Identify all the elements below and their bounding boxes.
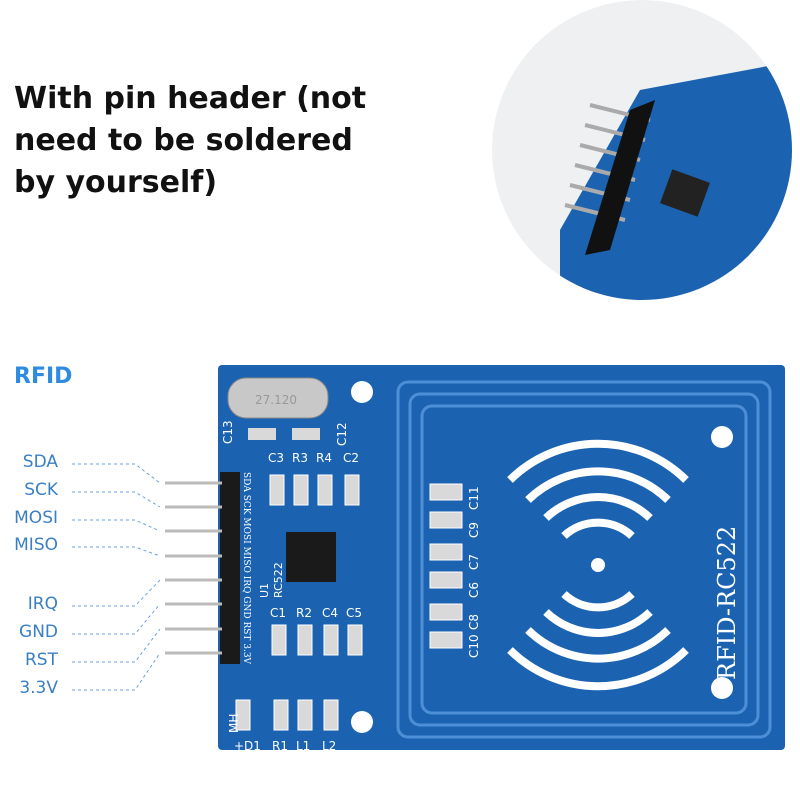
rfid-wave-icon: [507, 439, 689, 691]
smd-component: [297, 624, 313, 656]
mounting-hole: [711, 426, 733, 448]
pin-label: IRQ: [27, 594, 58, 614]
smd-component: [429, 631, 463, 649]
closeup-photo: [492, 0, 792, 300]
smd-component: [429, 483, 463, 501]
component-label: C9: [467, 522, 481, 538]
component-label: C13: [221, 420, 235, 444]
leader-line: [72, 628, 161, 663]
smd-component: [297, 699, 313, 731]
smd-component: [292, 428, 320, 440]
component-label: R2: [296, 606, 312, 620]
smd-component: [347, 624, 363, 656]
component-label: L1: [296, 739, 310, 753]
component-label: C1: [270, 606, 286, 620]
antenna-coil: [396, 380, 772, 739]
component-label: C12: [335, 422, 349, 446]
smd-component: [269, 474, 285, 506]
smd-component: [323, 624, 339, 656]
smd-component: [429, 511, 463, 529]
leader-line: [72, 463, 161, 484]
mh-label: MH: [227, 714, 241, 733]
mounting-hole: [351, 711, 373, 733]
leader-line: [72, 603, 161, 635]
smd-component: [271, 624, 287, 656]
smd-component: [293, 474, 309, 506]
header-silkscreen: SDA SCK MOSI MISO IRQ GND RST 3.3V: [241, 472, 251, 665]
pin-label: MOSI: [14, 508, 58, 528]
mounting-hole: [351, 381, 373, 403]
pin-label: GND: [19, 622, 58, 642]
chip-ref: U1: [258, 583, 271, 598]
component-label: C10: [467, 634, 481, 658]
smd-component: [273, 699, 289, 731]
smd-component: [429, 603, 463, 621]
component-label: R1: [272, 739, 288, 753]
chip-label: RC522: [272, 562, 285, 598]
leader-line: [72, 491, 161, 508]
pin-header: [220, 472, 240, 664]
leader-line: [72, 652, 161, 691]
component-label: C8: [467, 614, 481, 630]
leader-line: [72, 519, 161, 532]
pin-label: SCK: [24, 480, 58, 500]
pin-label: RST: [25, 650, 58, 670]
crystal-label: 27.120: [255, 393, 297, 407]
crystal: [227, 377, 329, 419]
component-label: C11: [467, 486, 481, 510]
smd-component: [248, 428, 276, 440]
component-label: C5: [346, 606, 362, 620]
smd-component: [323, 699, 339, 731]
component-label: L2: [322, 739, 336, 753]
pin-label: SDA: [22, 452, 58, 472]
pin-label: MISO: [14, 535, 58, 555]
component-label: +D1: [234, 739, 261, 753]
smd-component: [235, 699, 251, 731]
mounting-hole: [711, 677, 733, 699]
component-label: C2: [343, 451, 359, 465]
smd-component: [344, 474, 360, 506]
component-label: R4: [316, 451, 332, 465]
smd-component: [317, 474, 333, 506]
rc522-chip: [286, 532, 336, 582]
section-title: RFID: [14, 364, 73, 389]
model-label: RFID-RC522: [713, 526, 741, 680]
rfid-board: 27.120 RFID-RC522 R: [165, 365, 785, 753]
component-label: C4: [322, 606, 338, 620]
headline: With pin header (not need to be soldered…: [14, 81, 367, 200]
component-label: C7: [467, 554, 481, 570]
component-label: C3: [268, 451, 284, 465]
leader-line: [72, 579, 161, 607]
component-label: C6: [467, 582, 481, 598]
leader-line: [72, 546, 161, 557]
component-label: R3: [292, 451, 308, 465]
pin-label: 3.3V: [19, 678, 58, 698]
smd-component: [429, 571, 463, 589]
smd-component: [429, 543, 463, 561]
